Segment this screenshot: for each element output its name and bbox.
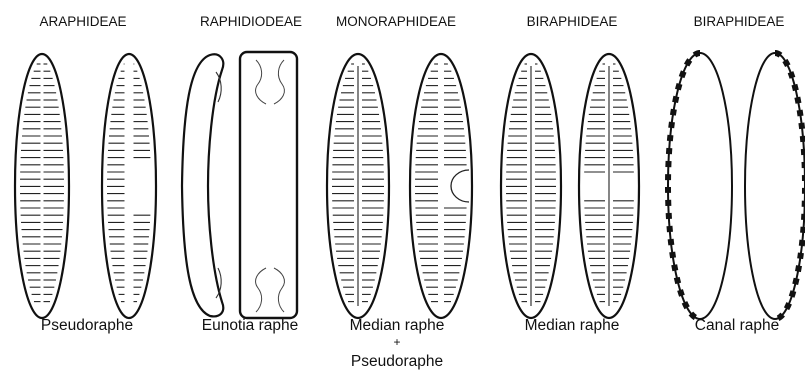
biraphideae-median-valve-left [501,54,561,318]
header-monoraphideae: MONORAPHIDEAE [336,14,456,29]
monoraphideae-valve-right [410,54,472,318]
header-biraphideae-canal: BIRAPHIDEAE [694,14,785,29]
araphideae-valve-right [102,54,156,318]
header-biraphideae-median: BIRAPHIDEAE [527,14,618,29]
diatom-cells [15,52,805,319]
header-raphidiodeae: RAPHIDIODEAE [200,14,302,29]
biraphideae-median-valve-right [579,54,639,318]
caption-median-raphe-mono: Median raphe [350,317,445,334]
eunotia-valve-view [240,52,297,318]
header-araphideae: ARAPHIDEAE [39,14,126,29]
monoraphideae-valve-left [327,54,389,318]
biraphideae-canal-cells [668,53,805,319]
caption-pseudoraphe: Pseudoraphe [41,317,133,334]
caption-plus: + [393,335,400,349]
caption-pseudoraphe-mono: Pseudoraphe [351,353,443,370]
eunotia-girdle-view [182,54,223,316]
araphideae-valve-left [15,54,69,318]
caption-canal-raphe: Canal raphe [695,317,779,334]
caption-eunotia-raphe: Eunotia raphe [202,317,299,334]
raphidiodeae-eunotia-cells [182,52,297,318]
caption-median-raphe: Median raphe [525,317,620,334]
